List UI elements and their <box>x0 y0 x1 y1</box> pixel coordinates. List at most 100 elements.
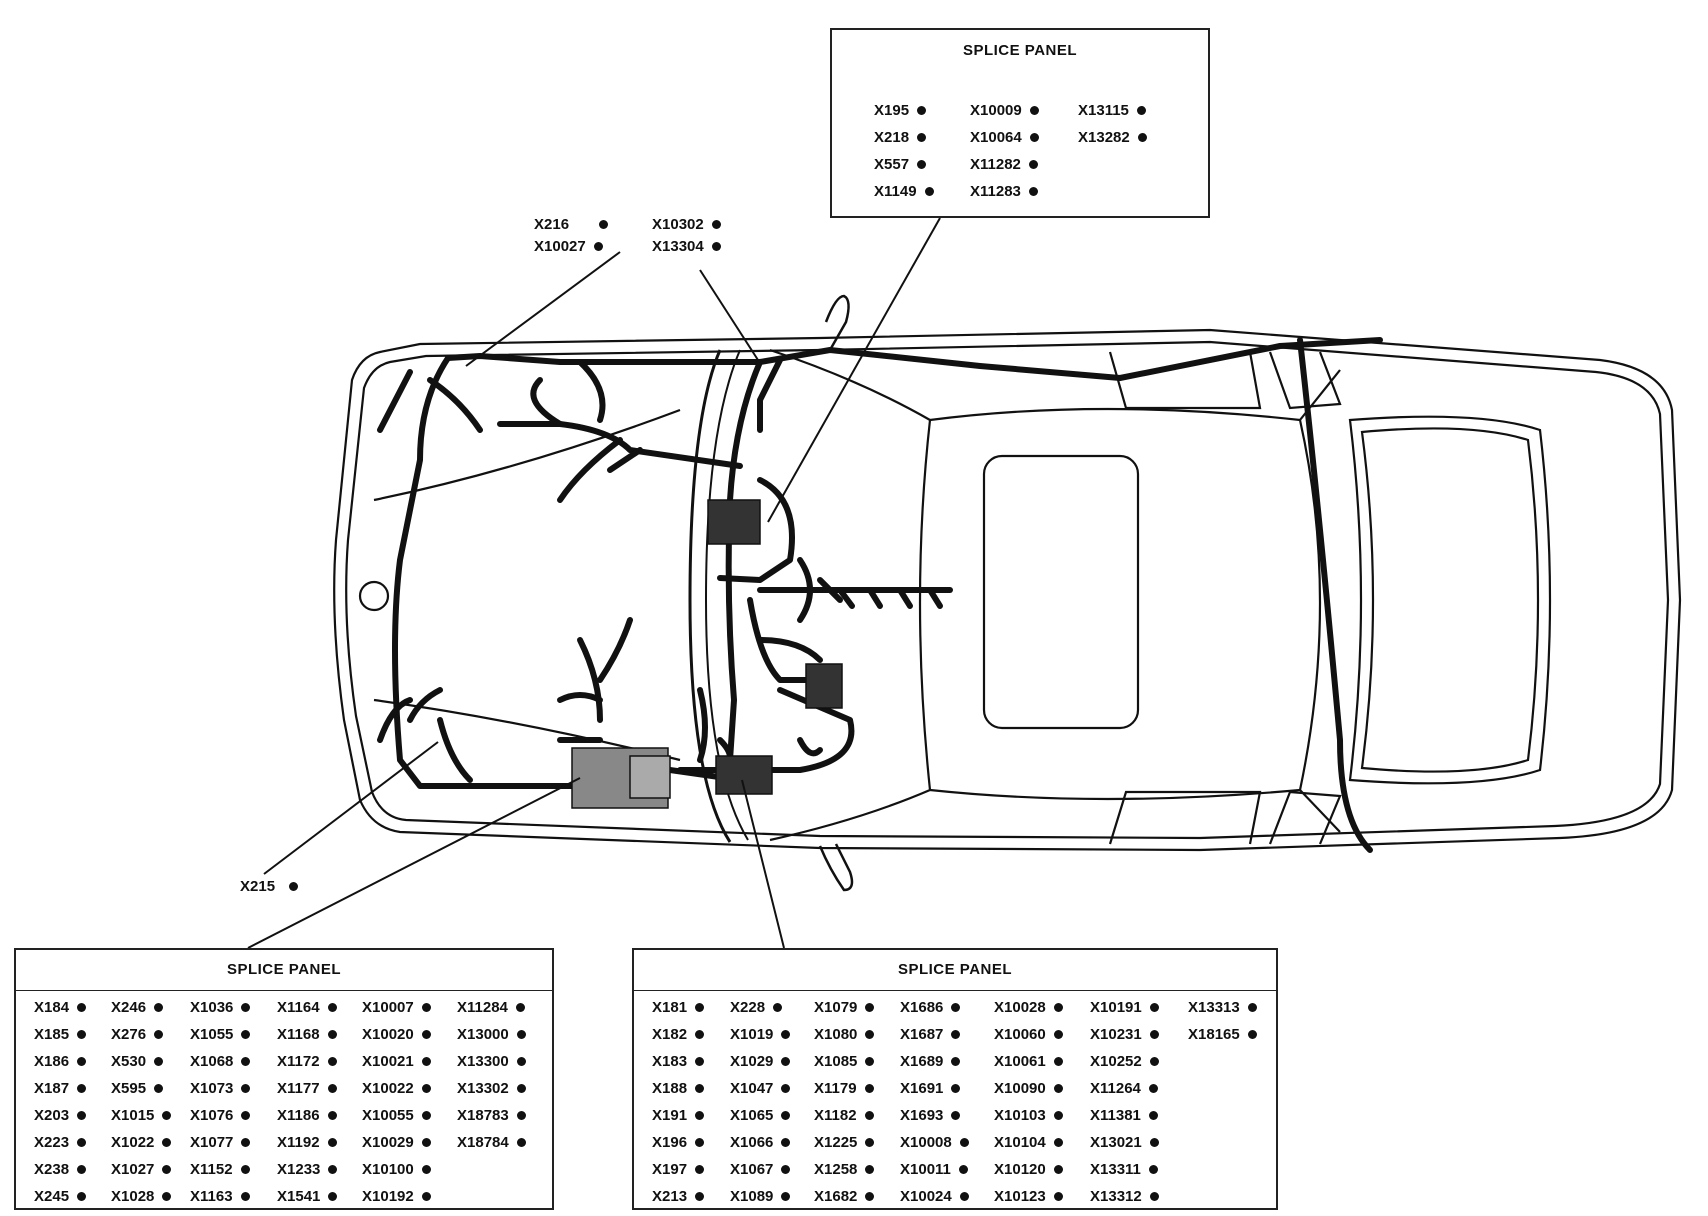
splice-dot <box>516 1110 526 1120</box>
splice-dot <box>917 132 927 142</box>
splice-id: X10008 <box>900 1134 952 1151</box>
splice-dot <box>77 1110 87 1120</box>
splice-id: X18165 <box>1188 1026 1240 1043</box>
splice-cell: X1689 <box>900 1053 994 1070</box>
splice-id: X1036 <box>190 999 234 1016</box>
splice-cell: X10060 <box>994 1026 1090 1043</box>
splice-cell: X1029 <box>730 1053 814 1070</box>
splice-dot <box>593 241 603 251</box>
splice-dot <box>695 1110 705 1120</box>
splice-cell: X1163 <box>190 1188 277 1205</box>
splice-dot <box>162 1164 172 1174</box>
splice-dot <box>1148 1110 1158 1120</box>
splice-dot <box>781 1056 791 1066</box>
splice-id: X1077 <box>190 1134 234 1151</box>
splice-dot <box>240 1191 250 1201</box>
splice-cell: X1015 <box>111 1107 190 1124</box>
splice-dot <box>711 241 721 251</box>
splice-dot <box>77 1056 87 1066</box>
splice-dot <box>781 1164 791 1174</box>
splice-id: X1689 <box>900 1053 944 1070</box>
splice-dot <box>162 1110 172 1120</box>
splice-id: X1055 <box>190 1026 234 1043</box>
splice-cell: X1149 <box>874 183 970 200</box>
splice-dot <box>327 1137 337 1147</box>
splice-cell: X1687 <box>900 1026 994 1043</box>
splice-dot <box>951 1002 961 1012</box>
splice-cell: X10123 <box>994 1188 1090 1205</box>
splice-cell: X1693 <box>900 1107 994 1124</box>
car-body-outline <box>333 294 1682 892</box>
splice-cell: X10064 <box>970 129 1078 146</box>
splice-cell: X1076 <box>190 1107 277 1124</box>
connector-label: X10027 <box>534 238 586 255</box>
splice-dot <box>695 1029 705 1039</box>
splice-dot <box>421 1137 431 1147</box>
splice-dot <box>781 1029 791 1039</box>
splice-cell: X185 <box>34 1026 111 1043</box>
splice-dot <box>162 1191 172 1201</box>
splice-id: X10103 <box>994 1107 1046 1124</box>
splice-cell: X13313 <box>1188 999 1284 1016</box>
splice-cell: X1068 <box>190 1053 277 1070</box>
splice-cell: X276 <box>111 1026 190 1043</box>
splice-cell: X186 <box>34 1053 111 1070</box>
splice-dot <box>951 1110 961 1120</box>
splice-id: X1182 <box>814 1107 857 1124</box>
splice-cell: X10021 <box>362 1053 457 1070</box>
splice-cell: X1152 <box>190 1161 277 1178</box>
splice-cell: X13282 <box>1078 129 1188 146</box>
splice-dot <box>241 1110 251 1120</box>
splice-id: X1258 <box>814 1161 858 1178</box>
splice-cell: X10103 <box>994 1107 1090 1124</box>
splice-dot <box>1053 1137 1063 1147</box>
splice-dot <box>959 1191 969 1201</box>
splice-id: X1066 <box>730 1134 774 1151</box>
splice-cell: X197 <box>652 1161 730 1178</box>
splice-id: X10009 <box>970 102 1022 119</box>
splice-cell: X13302 <box>457 1080 552 1097</box>
splice-dot <box>77 1164 87 1174</box>
splice-id: X18784 <box>457 1134 509 1151</box>
splice-dot <box>865 1164 875 1174</box>
splice-dot <box>241 1029 251 1039</box>
splice-id: X1079 <box>814 999 858 1016</box>
splice-id: X246 <box>111 999 147 1016</box>
splice-cell: X10007 <box>362 999 457 1016</box>
splice-dot <box>327 1002 337 1012</box>
splice-cell <box>1188 1053 1284 1070</box>
splice-id: X181 <box>652 999 688 1016</box>
splice-cell: X11282 <box>970 156 1078 173</box>
splice-dot <box>421 1110 431 1120</box>
splice-dot <box>781 1191 791 1201</box>
splice-id: X1019 <box>730 1026 774 1043</box>
splice-id: X197 <box>652 1161 688 1178</box>
splice-cell: X1686 <box>900 999 994 1016</box>
splice-cell: X228 <box>730 999 814 1016</box>
splice-id: X187 <box>34 1080 70 1097</box>
splice-dot <box>951 1056 961 1066</box>
splice-cell: X1067 <box>730 1161 814 1178</box>
splice-id: X11284 <box>457 999 508 1016</box>
splice-dot <box>327 1110 337 1120</box>
splice-cell <box>1078 183 1188 200</box>
splice-id: X1073 <box>190 1080 234 1097</box>
splice-id: X13282 <box>1078 129 1130 146</box>
splice-cell: X557 <box>874 156 970 173</box>
splice-id: X1068 <box>190 1053 234 1070</box>
splice-id: X203 <box>34 1107 70 1124</box>
splice-dot <box>77 1137 87 1147</box>
splice-dot <box>865 1137 875 1147</box>
splice-cell: X245 <box>34 1188 111 1205</box>
splice-id: X13311 <box>1090 1161 1141 1178</box>
splice-id: X1691 <box>900 1080 944 1097</box>
splice-id: X1076 <box>190 1107 234 1124</box>
splice-id: X10100 <box>362 1161 414 1178</box>
splice-id: X13021 <box>1090 1134 1142 1151</box>
splice-dot <box>781 1110 791 1120</box>
splice-dot <box>241 1083 251 1093</box>
splice-dot <box>154 1056 164 1066</box>
splice-id: X10029 <box>362 1134 414 1151</box>
splice-dot <box>865 1029 875 1039</box>
